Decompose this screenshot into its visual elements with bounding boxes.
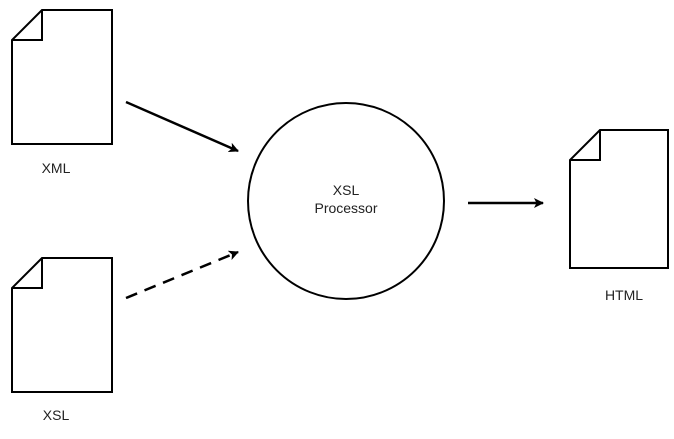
html-label: HTML [604, 287, 644, 303]
html-document-icon [569, 129, 669, 269]
xsl-document-icon [11, 257, 113, 393]
xsl-label: XSL [42, 407, 70, 423]
edge-xml-to-processor [125, 100, 239, 153]
processor-label-line2: Processor [314, 200, 378, 216]
xml-label: XML [41, 160, 71, 176]
processor-label: XSL Processor [286, 181, 406, 217]
xml-document-icon [11, 9, 113, 145]
xsl-processor-node [247, 102, 445, 300]
edge-xsl-to-processor [125, 250, 239, 300]
processor-label-line1: XSL [332, 182, 360, 198]
